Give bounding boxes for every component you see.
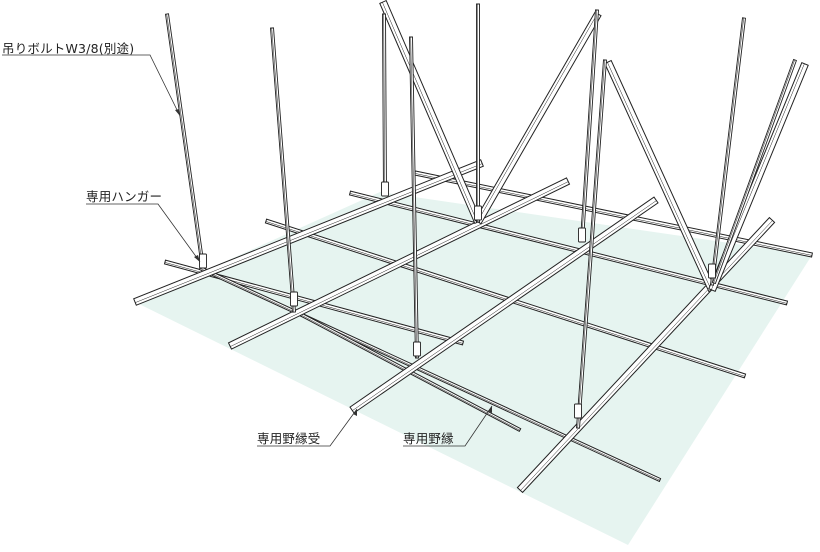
hanger-bolt — [270, 27, 296, 313]
brace-edge — [382, 2, 478, 223]
ceiling-bar — [348, 190, 789, 306]
arrow-hanger — [194, 255, 200, 262]
ceiling-bar-edge — [199, 268, 661, 481]
hanger-bolt-edge — [581, 9, 597, 241]
hanger-bolt-group — [164, 3, 797, 429]
ceiling-bar-group — [163, 170, 813, 483]
main-channel — [227, 177, 571, 350]
hanger-group — [199, 181, 716, 419]
ceiling-bar-edge — [265, 221, 745, 377]
leader-main-channel — [257, 408, 358, 447]
main-channel-edge — [520, 220, 773, 491]
main-channel-edge — [352, 200, 657, 411]
leader-hanger — [86, 203, 201, 263]
hanger-bolt — [409, 36, 419, 359]
brace — [379, 0, 482, 225]
hanger-clip-icon — [578, 227, 586, 243]
label-hanger: 専用ハンガー — [86, 189, 163, 204]
hanger-clip-icon — [290, 291, 298, 307]
hanger-bolt-edge — [271, 27, 294, 313]
hanger-bolt-edge — [410, 36, 417, 359]
main-channel-group — [133, 159, 776, 494]
hanger-clip-icon — [574, 403, 582, 419]
arrow-ceiling-bar — [488, 406, 492, 413]
ceiling-panel — [135, 192, 812, 545]
leader-arrows — [175, 109, 492, 416]
hanger-bolt-edge — [713, 59, 795, 283]
hanger-bolt — [712, 58, 797, 285]
hanger-bolt — [476, 3, 480, 223]
main-channel-edge — [230, 181, 569, 347]
hanger-clip-icon — [413, 341, 421, 357]
ceiling-bar-edge — [414, 173, 812, 256]
brace-edge — [607, 62, 712, 291]
hanger-clip-icon — [474, 205, 482, 221]
leader-lines — [2, 54, 493, 447]
brace-group — [379, 0, 809, 293]
main-channel-edge — [135, 163, 483, 303]
hanger-clip-icon — [381, 181, 389, 197]
main-channel — [133, 159, 484, 306]
hanger-clip-icon — [708, 263, 716, 279]
label-main-channel: 専用野縁受 — [257, 431, 321, 446]
arrow-hanger-bolt — [175, 109, 180, 116]
hanger-bolt-edge — [711, 17, 744, 286]
hanger-bolt-edge — [383, 13, 385, 196]
hanger-bolt-edge — [166, 13, 203, 269]
hanger-bolt-edge — [577, 59, 605, 429]
brace-edge — [477, 13, 598, 222]
hanger-bolt — [710, 17, 746, 286]
hanger-bolt — [576, 59, 607, 429]
leader-ceiling-bar — [403, 405, 493, 447]
arrow-main-channel — [353, 409, 357, 416]
label-hanger-bolt: 吊りボルトW3/8(別途) — [2, 41, 135, 56]
label-ceiling-bar: 専用野縁 — [403, 431, 454, 446]
leader-hanger-bolt — [2, 54, 181, 117]
hanger-clip-icon — [199, 253, 207, 269]
hanger-bolt — [164, 13, 206, 269]
